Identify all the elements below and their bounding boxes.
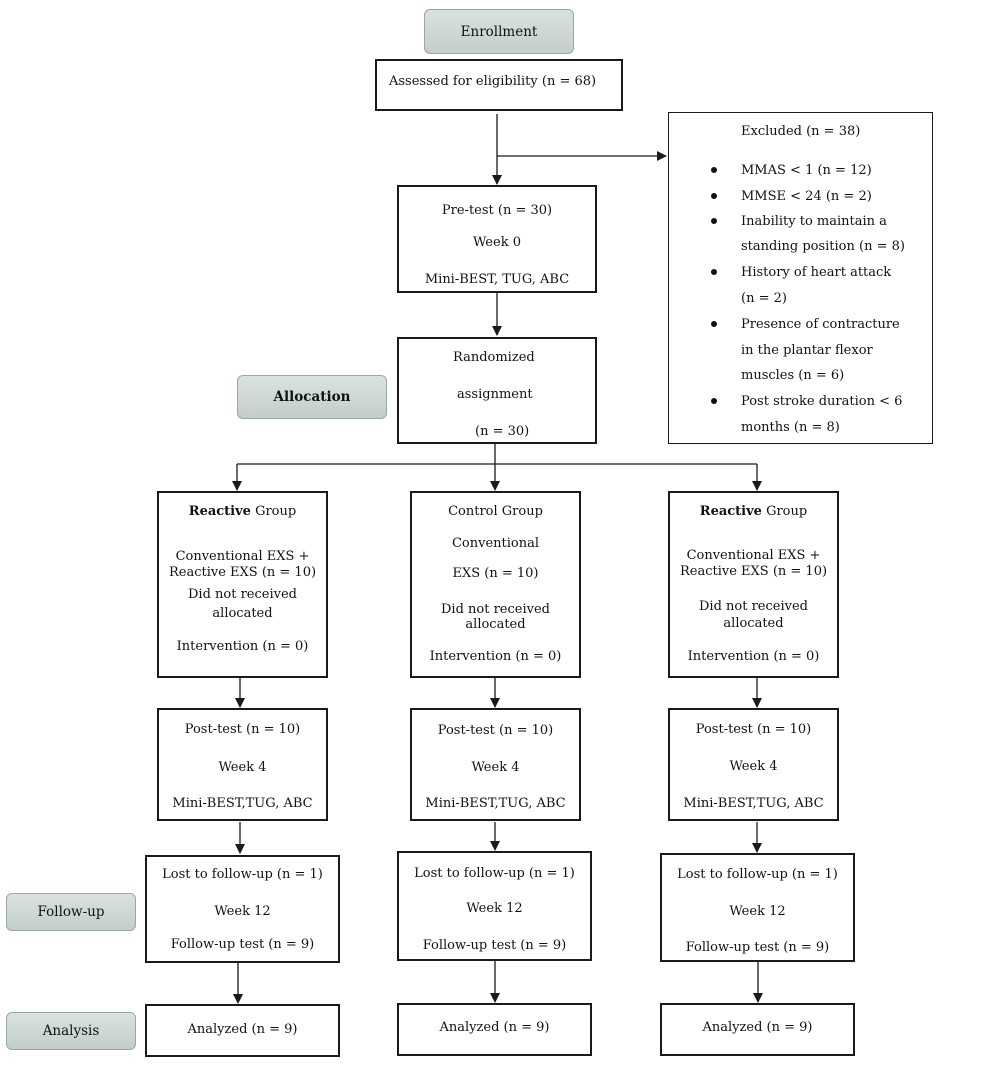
group-intervention-line-2: EXS (n = 10) <box>452 566 539 581</box>
analyzed-box-3: Analyzed (n = 9) <box>660 1003 855 1056</box>
followup-box-2: Lost to follow-up (n = 1) Week 12 Follow… <box>397 851 592 961</box>
bullet-icon <box>711 398 717 404</box>
posttest-box-1: Post-test (n = 10) Week 4 Mini-BEST,TUG,… <box>157 708 328 821</box>
group-box-3: Reactive Group Conventional EXS + Reacti… <box>668 491 839 678</box>
stage-allocation: Allocation <box>237 375 387 419</box>
excluded-item-3a: Inability to maintain a <box>741 214 887 229</box>
followup-box-3: Lost to follow-up (n = 1) Week 12 Follow… <box>660 853 855 962</box>
posttest-title: Post-test (n = 10) <box>695 722 812 737</box>
group-not-received-line-2: allocated <box>465 617 526 632</box>
bullet-icon <box>711 218 717 224</box>
bullet-icon <box>711 321 717 327</box>
posttest-week: Week 4 <box>471 760 520 775</box>
excluded-item-6b: months (n = 8) <box>741 420 840 435</box>
group-not-received-line-1: Did not received <box>441 602 550 617</box>
followup-box-1: Lost to follow-up (n = 1) Week 12 Follow… <box>145 855 340 963</box>
posttest-measures: Mini-BEST,TUG, ABC <box>425 796 566 811</box>
posttest-week: Week 4 <box>729 759 778 774</box>
group-intervention-line-1: Conventional <box>451 536 540 551</box>
group-title: Reactive Group <box>159 504 326 520</box>
posttest-title: Post-test (n = 10) <box>437 723 554 738</box>
group-title-bold: Reactive <box>188 504 251 519</box>
group-not-received-line-2: allocated <box>723 616 784 631</box>
stage-follow-up: Follow-up <box>6 893 136 931</box>
group-intervention-count: Intervention (n = 0) <box>176 639 309 654</box>
excluded-item-5a: Presence of contracture <box>741 317 900 332</box>
posttest-box-3: Post-test (n = 10) Week 4 Mini-BEST,TUG,… <box>668 708 839 821</box>
followup-test: Follow-up test (n = 9) <box>685 940 830 955</box>
excluded-item-6a: Post stroke duration < 6 <box>741 394 903 409</box>
stage-analysis: Analysis <box>6 1012 136 1050</box>
group-intervention-count: Intervention (n = 0) <box>687 649 820 664</box>
excluded-title: Excluded (n = 38) <box>741 124 861 139</box>
excluded-item-1: MMAS < 1 (n = 12) <box>741 163 872 178</box>
bullet-icon <box>711 167 717 173</box>
posttest-measures: Mini-BEST,TUG, ABC <box>172 796 313 811</box>
analyzed-label: Analyzed (n = 9) <box>187 1022 298 1037</box>
randomized-line-1: Randomized <box>453 350 535 365</box>
group-title-rest: Group <box>761 504 808 519</box>
followup-week: Week 12 <box>729 904 786 919</box>
posttest-title: Post-test (n = 10) <box>184 722 301 737</box>
lost-to-followup: Lost to follow-up (n = 1) <box>414 866 575 881</box>
bullet-icon <box>711 269 717 275</box>
excluded-item-5b: in the plantar flexor <box>741 343 873 358</box>
bullet-icon <box>711 193 717 199</box>
excluded-item-5c: muscles (n = 6) <box>741 368 845 383</box>
group-intervention-line-1: Conventional EXS + <box>175 549 310 564</box>
lost-to-followup: Lost to follow-up (n = 1) <box>162 867 323 882</box>
pretest-week: Week 0 <box>473 235 521 250</box>
followup-week: Week 12 <box>214 904 271 919</box>
randomized-box: Randomized assignment (n = 30) <box>397 337 597 444</box>
excluded-item-4b: (n = 2) <box>741 291 787 306</box>
followup-test: Follow-up test (n = 9) <box>422 938 567 953</box>
group-not-received-line-2: allocated <box>212 606 273 621</box>
group-intervention-line-2: Reactive EXS (n = 10) <box>168 565 317 580</box>
group-title-bold: Reactive <box>699 504 762 519</box>
pretest-box: Pre-test (n = 30) Week 0 Mini-BEST, TUG,… <box>397 185 597 293</box>
posttest-box-2: Post-test (n = 10) Week 4 Mini-BEST,TUG,… <box>410 708 581 821</box>
group-box-2: Control Group Conventional EXS (n = 10) … <box>410 491 581 678</box>
group-title-rest: Group <box>250 504 297 519</box>
randomized-line-3: (n = 30) <box>475 424 530 439</box>
group-title-rest: Control Group <box>448 504 543 519</box>
group-intervention-line-1: Conventional EXS + <box>686 548 821 563</box>
group-not-received-line-1: Did not received <box>188 587 297 602</box>
analyzed-box-2: Analyzed (n = 9) <box>397 1003 592 1056</box>
excluded-item-4a: History of heart attack <box>741 265 892 280</box>
analyzed-box-1: Analyzed (n = 9) <box>145 1004 340 1057</box>
stage-enrollment: Enrollment <box>424 9 574 54</box>
group-box-1: Reactive Group Conventional EXS + Reacti… <box>157 491 328 678</box>
lost-to-followup: Lost to follow-up (n = 1) <box>677 867 838 882</box>
assessed-box: Assessed for eligibility (n = 68) <box>375 59 623 111</box>
assessed-label: Assessed for eligibility (n = 68) <box>389 74 597 89</box>
pretest-measures: Mini-BEST, TUG, ABC <box>424 272 570 287</box>
excluded-item-2: MMSE < 24 (n = 2) <box>741 189 872 204</box>
analyzed-label: Analyzed (n = 9) <box>702 1020 813 1035</box>
group-title: Control Group <box>412 504 579 520</box>
analyzed-label: Analyzed (n = 9) <box>439 1020 550 1035</box>
followup-week: Week 12 <box>466 901 523 916</box>
group-intervention-line-2: Reactive EXS (n = 10) <box>679 564 828 579</box>
group-intervention-count: Intervention (n = 0) <box>429 649 562 664</box>
group-not-received-line-1: Did not received <box>699 599 808 614</box>
followup-test: Follow-up test (n = 9) <box>170 937 315 952</box>
group-title: Reactive Group <box>670 504 837 520</box>
posttest-week: Week 4 <box>218 760 267 775</box>
pretest-title: Pre-test (n = 30) <box>441 203 553 218</box>
excluded-box: Excluded (n = 38) MMAS < 1 (n = 12) MMSE… <box>668 112 933 444</box>
randomized-line-2: assignment <box>457 387 533 402</box>
excluded-item-3b: standing position (n = 8) <box>741 239 905 254</box>
posttest-measures: Mini-BEST,TUG, ABC <box>683 796 824 811</box>
